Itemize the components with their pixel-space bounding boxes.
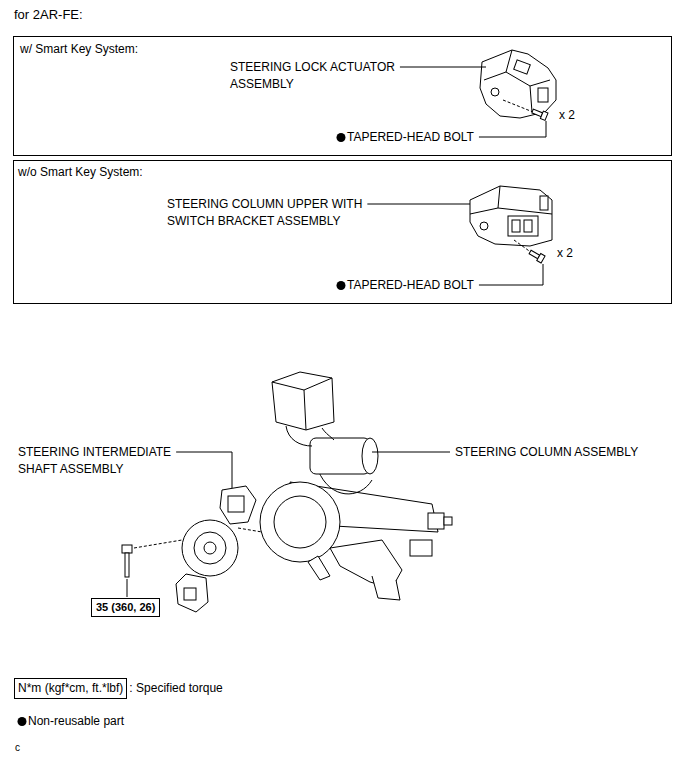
bolt-axis-line <box>514 240 532 253</box>
alignment-line-part <box>134 540 182 548</box>
steering-lock-actuator-drawing-part <box>491 88 499 96</box>
intermediate-shaft-drawing-part <box>182 520 238 576</box>
bolt-axis-line <box>503 100 533 112</box>
part-label: TAPERED-HEAD BOLT <box>347 129 474 146</box>
unit-label: N*m (kgf*cm, ft.*lbf) <box>18 680 123 697</box>
part-label: STEERING INTERMEDIATE SHAFT ASSEMBLY <box>18 444 198 478</box>
switch-bracket-drawing <box>470 186 552 246</box>
steering-lock-actuator-drawing-part <box>506 72 550 86</box>
leader-line <box>400 67 486 68</box>
tapered-head-bolt-drawing-part <box>540 111 548 120</box>
torque-value: 35 (360, 26) <box>96 600 155 615</box>
alignment-line-part <box>238 528 262 532</box>
switch-bracket-drawing-part <box>470 186 500 214</box>
option-panel: w/o Smart Key System: STEERING COLUMN UPP… <box>13 160 672 304</box>
steering-lock-actuator-drawing <box>480 50 556 118</box>
diagram-title: for 2AR-FE: <box>14 6 83 23</box>
intermediate-shaft-drawing-part <box>204 542 216 554</box>
steering-column-drawing-part <box>410 540 432 556</box>
tapered-head-bolt-drawing <box>531 107 548 120</box>
bolt-drawing-part <box>125 553 129 577</box>
alignment-line <box>134 528 262 548</box>
steering-column-drawing-part <box>428 513 444 529</box>
switch-bracket-drawing-part <box>470 186 552 246</box>
leader-line <box>367 204 470 205</box>
tapered-head-bolt-drawing <box>528 249 545 263</box>
bolt-axis-line-part <box>503 100 533 112</box>
steering-column-drawing-part <box>372 576 400 600</box>
legend-torque-box: N*m (kgf*cm, ft.*lbf) <box>14 678 127 699</box>
intermediate-shaft-drawing-part <box>228 496 244 512</box>
leader-line <box>372 452 450 453</box>
steering-column-drawing-part <box>308 556 330 580</box>
steering-lock-actuator-drawing-part <box>484 50 512 80</box>
part-label: STEERING COLUMN UPPER WITH SWITCH BRACKE… <box>167 196 392 230</box>
steering-column-drawing-part <box>286 426 312 446</box>
leader-line-part <box>127 579 128 597</box>
leader-line <box>127 579 128 597</box>
option-panel: w/ Smart Key System: STEERING LOCK ACTUAT… <box>13 36 672 156</box>
steering-column-drawing-part <box>310 438 370 474</box>
switch-bracket-drawing-part <box>512 220 520 232</box>
switch-bracket-drawing-part <box>524 220 532 232</box>
steering-column-drawing-part <box>322 428 334 440</box>
switch-bracket-drawing-part <box>508 216 538 236</box>
intermediate-shaft-drawing-part <box>176 574 208 612</box>
leader-line <box>479 121 546 137</box>
bolt-drawing <box>122 545 132 577</box>
part-label: STEERING COLUMN ASSEMBLY <box>455 444 638 461</box>
panel-heading: w/ Smart Key System: <box>20 41 138 58</box>
quantity-label: x 2 <box>557 245 573 262</box>
tapered-head-bolt-drawing-part <box>532 109 543 116</box>
figure-code: c <box>15 739 20 756</box>
leader-lines <box>18 67 547 726</box>
leader-line <box>176 452 232 488</box>
steering-lock-actuator-drawing-part <box>480 50 556 118</box>
quantity-label: x 2 <box>559 107 575 124</box>
switch-bracket-drawing-part <box>540 196 548 210</box>
steering-column-drawing-part <box>272 372 334 430</box>
panel-heading: w/o Smart Key System: <box>18 164 143 181</box>
steering-column-drawing-part <box>272 378 332 430</box>
steering-column-drawing-part <box>362 438 378 474</box>
steering-lock-actuator-drawing-part <box>514 60 531 74</box>
part-label: STEERING LOCK ACTUATOR ASSEMBLY <box>230 59 430 93</box>
torque-box: 35 (360, 26) <box>91 598 160 617</box>
intermediate-shaft-drawing <box>176 486 256 612</box>
steering-lock-actuator-drawing-part <box>538 88 548 102</box>
non-reusable-mark <box>337 281 346 290</box>
bolt-axis-line-part <box>514 240 532 253</box>
non-reusable-mark <box>337 133 346 142</box>
intermediate-shaft-drawing-part <box>194 532 226 564</box>
steering-column-drawing-part <box>444 517 452 525</box>
tapered-head-bolt-drawing-part <box>537 254 545 263</box>
steering-lock-actuator-drawing-part <box>530 86 532 112</box>
legend-text: Non-reusable part <box>28 713 124 730</box>
steering-column-drawing <box>260 372 452 600</box>
part-label: TAPERED-HEAD BOLT <box>347 277 474 294</box>
leader-line <box>479 264 543 285</box>
intermediate-shaft-drawing-part <box>220 486 256 524</box>
switch-bracket-drawing-part <box>480 222 488 230</box>
intermediate-shaft-drawing-part <box>184 588 196 600</box>
bolt-drawing-part <box>122 545 132 553</box>
steering-column-drawing-part <box>274 496 326 548</box>
legend-text: : Specified torque <box>129 680 222 697</box>
non-reusable-mark <box>18 717 27 726</box>
steering-column-drawing-part <box>260 482 340 562</box>
